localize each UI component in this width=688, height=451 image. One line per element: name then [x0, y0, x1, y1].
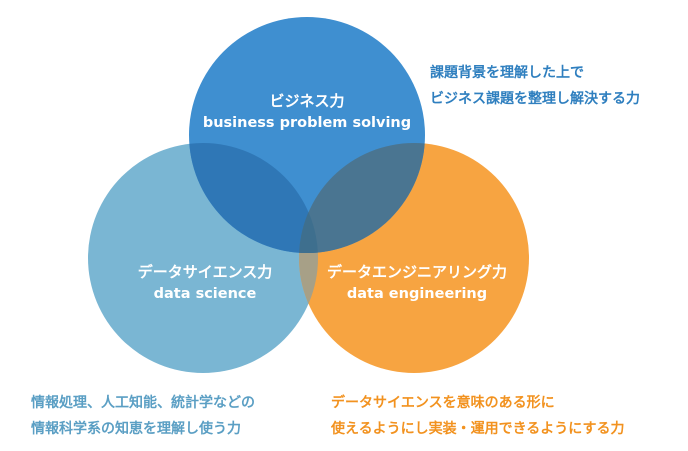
data-engineering-description-line2: 使えるようにし実装・運用できるようにする力	[331, 421, 625, 437]
data-engineering-description-line1: データサイエンスを意味のある形に	[331, 395, 555, 411]
data-science-description-line2: 情報科学系の知恵を理解し使う力	[31, 421, 241, 437]
data-engineering-title-jp: データエンジニアリング力	[326, 263, 507, 281]
data-science-description: 情報処理、人工知能、統計学などの 情報科学系の知恵を理解し使う力	[31, 390, 255, 442]
data-engineering-circle-label: データエンジニアリング力 data engineering	[302, 262, 532, 305]
business-title-jp: ビジネス力	[269, 92, 345, 110]
business-description-line2: ビジネス課題を整理し解決する力	[430, 91, 640, 107]
overlap-biz-de	[299, 143, 425, 253]
data-science-circle-label: データサイエンス力 data science	[95, 262, 315, 305]
overlap-biz-ds	[189, 143, 318, 253]
data-engineering-description: データサイエンスを意味のある形に 使えるようにし実装・運用できるようにする力	[331, 390, 624, 442]
business-description-line1: 課題背景を理解した上で	[430, 65, 584, 81]
data-science-description-line1: 情報処理、人工知能、統計学などの	[31, 395, 255, 411]
business-circle-label: ビジネス力 business problem solving	[187, 91, 427, 134]
business-description: 課題背景を理解した上で ビジネス課題を整理し解決する力	[430, 60, 640, 112]
data-engineering-title-en: data engineering	[346, 285, 488, 302]
data-science-title-jp: データサイエンス力	[137, 263, 273, 281]
data-science-title-en: data science	[153, 285, 257, 302]
business-title-en: business problem solving	[202, 114, 412, 131]
